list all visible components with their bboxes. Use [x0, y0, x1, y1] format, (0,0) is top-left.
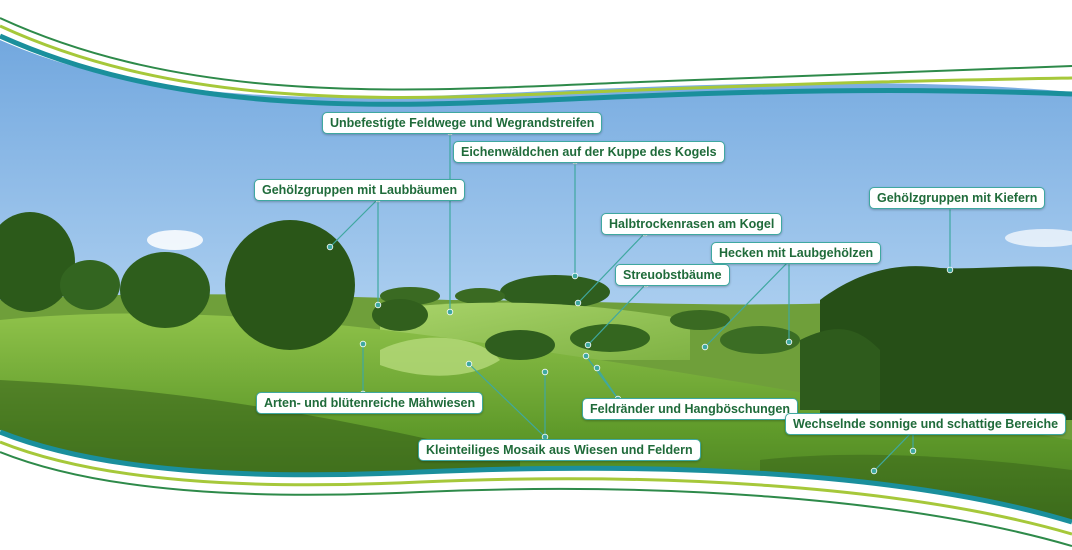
top-swoosh: [0, 17, 1072, 107]
label-wechselnd: Wechselnde sonnige und schattige Bereich…: [785, 413, 1067, 435]
label-eichenwaeldchen: Eichenwäldchen auf der Kuppe des Kogels: [453, 141, 725, 163]
label-halbtrockenrasen: Halbtrockenrasen am Kogel: [601, 213, 783, 235]
label-hecken: Hecken mit Laubgehölzen: [711, 242, 882, 264]
label-feldwege: Unbefestigte Feldwege und Wegrandstreife…: [322, 112, 603, 134]
leader-lines: [329, 132, 951, 472]
label-mosaik: Kleinteiliges Mosaik aus Wiesen und Feld…: [418, 439, 701, 461]
bottom-swoosh: [0, 429, 1072, 547]
label-kiefern: Gehölzgruppen mit Kiefern: [869, 187, 1046, 209]
label-streuobst: Streuobstbäume: [615, 264, 730, 286]
label-maehwiesen: Arten- und blütenreiche Mähwiesen: [256, 392, 484, 414]
label-feldraender: Feldränder und Hangböschungen: [582, 398, 799, 420]
label-laubbaeume: Gehölzgruppen mit Laubbäumen: [254, 179, 466, 201]
